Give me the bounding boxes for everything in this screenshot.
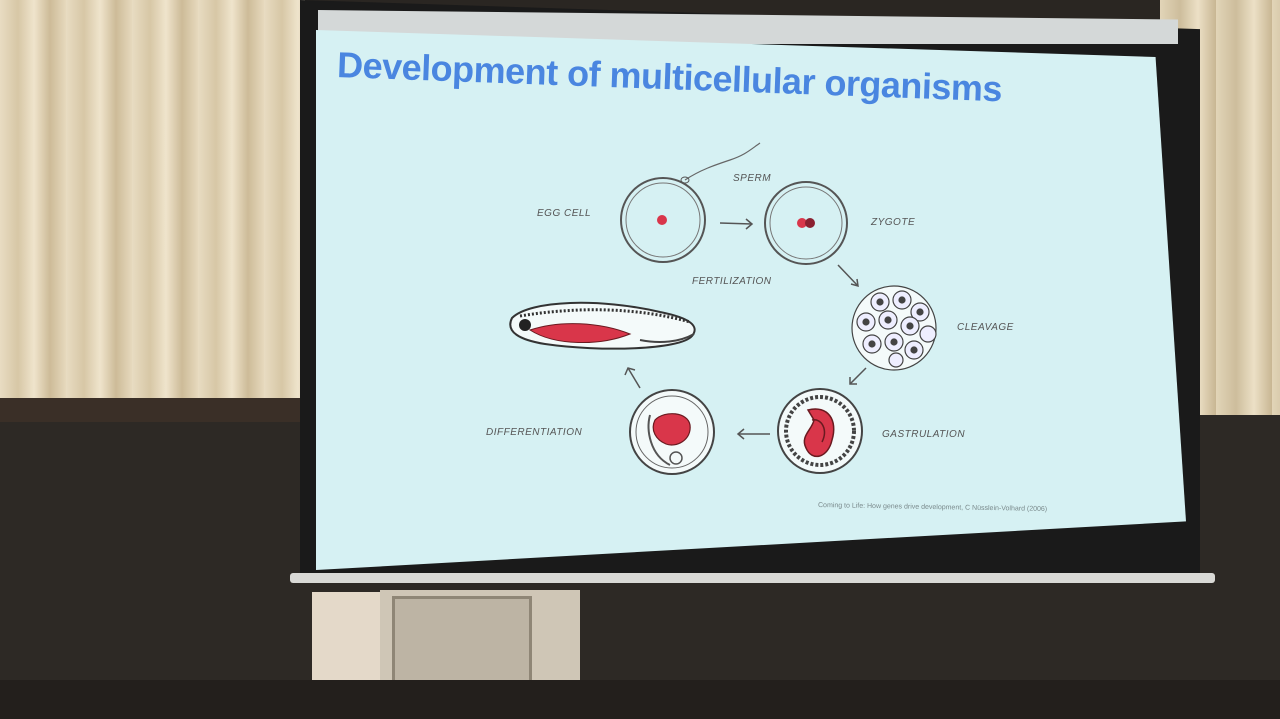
label-fertilization: FERTILIZATION [692, 276, 772, 287]
arrow-to-embryo [624, 367, 641, 389]
label-cleavage: CLEAVAGE [957, 322, 1014, 333]
label-differentiation: DIFFERENTIATION [486, 427, 583, 438]
cleavage-illustration [851, 285, 937, 371]
bottom-trim [0, 680, 1280, 719]
embryo-illustration [509, 301, 696, 350]
label-egg-cell: EGG CELL [537, 208, 592, 219]
gastrulation-illustration [777, 388, 863, 474]
arrow-to-gastrulation [849, 367, 867, 385]
screen-bottom-bar [290, 573, 1215, 583]
egg-cell-illustration [620, 177, 706, 263]
label-gastrulation: GASTRULATION [882, 429, 966, 440]
arrow-to-differentiation [736, 428, 770, 440]
projected-slide [316, 30, 1186, 570]
label-zygote: ZYGOTE [871, 217, 916, 228]
sperm-illustration [684, 142, 761, 181]
window-sill [0, 398, 310, 422]
differentiation-illustration [629, 389, 715, 475]
label-sperm: SPERM [733, 173, 772, 184]
arrow-fertilization [719, 218, 754, 230]
left-curtain [0, 0, 305, 415]
arrow-to-cleavage [837, 264, 859, 288]
zygote-illustration [764, 181, 848, 265]
